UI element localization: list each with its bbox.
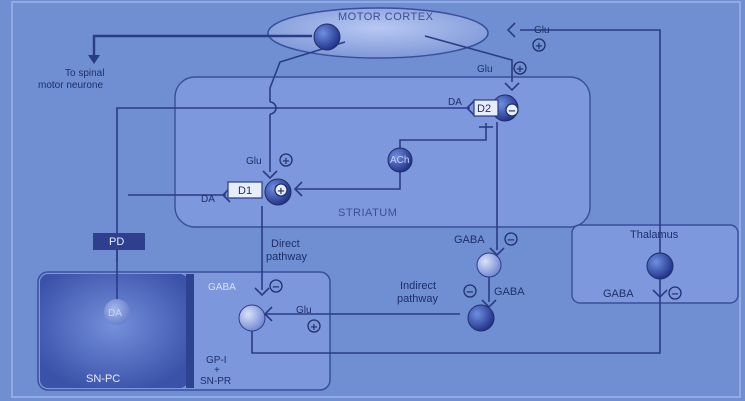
- svg-text:+: +: [282, 156, 290, 167]
- to-spinal-label-2: motor neurone: [38, 80, 103, 91]
- direct-pathway-label-1: Direct: [271, 238, 300, 250]
- glu-d2-label: Glu: [477, 64, 493, 75]
- d2-receptor-box: [473, 99, 499, 117]
- gaba-gpi-label: GABA: [208, 282, 236, 293]
- synapse-gaba-indirect-top: [489, 247, 505, 257]
- indirect-pathway-label-1: Indirect: [400, 280, 436, 292]
- indirect-neuron-dark: [467, 304, 495, 332]
- gaba-indirect-bottom-label: GABA: [494, 286, 525, 298]
- pd-label: PD: [109, 236, 124, 248]
- synapse-da-d2: [465, 100, 475, 116]
- striatum-box: [174, 76, 591, 228]
- minus-d2: −: [505, 103, 519, 117]
- to-spinal-label-1: To spinal: [65, 68, 104, 79]
- line-da-to-d2: [116, 107, 470, 262]
- motor-cortex-label: MOTOR CORTEX: [338, 11, 434, 23]
- da-neuron: [104, 299, 130, 325]
- svg-text:+: +: [535, 41, 543, 52]
- line-cortex-to-d1: [269, 41, 346, 102]
- svg-text:−: −: [508, 106, 516, 117]
- plus-glu-cortex: +: [532, 38, 546, 52]
- gp-i-label: GP-I: [206, 355, 227, 366]
- plus-d1: +: [274, 183, 288, 197]
- indirect-neuron-light: [476, 252, 502, 278]
- svg-text:−: −: [272, 282, 280, 293]
- minus-gaba-indirect-bottom: −: [463, 284, 477, 298]
- svg-text:+: +: [310, 322, 318, 333]
- line-cortex-to-d2: [424, 35, 513, 82]
- line-cortex-thalamus: [520, 29, 661, 258]
- ach-neuron: [387, 147, 413, 173]
- sn-divider: [186, 274, 194, 388]
- synapse-gaba-indirect-bottom: [481, 299, 497, 309]
- minus-gaba-indirect-top: −: [504, 232, 518, 246]
- plus-glu-gpi: +: [307, 319, 321, 333]
- indirect-pathway-label-2: pathway: [397, 293, 438, 305]
- synapse-glu-d1: [262, 170, 278, 180]
- gaba-indirect-top-label: GABA: [454, 234, 485, 246]
- arrow-spinal: [88, 55, 100, 64]
- da-d2-label: DA: [448, 97, 462, 108]
- svg-text:+: +: [516, 64, 524, 75]
- sn-pc-region: [40, 274, 188, 388]
- da-d1-label: DA: [201, 194, 215, 205]
- line-cortex-to-spinal: [92, 34, 312, 56]
- line-ach-to-d1: [296, 168, 401, 190]
- d1-label: D1: [238, 185, 252, 197]
- ach-label: ACh: [390, 155, 409, 166]
- svg-text:+: +: [277, 186, 285, 197]
- d1-receptor-box: [227, 181, 263, 199]
- d2-label: D2: [477, 103, 491, 115]
- thalamus-neuron: [646, 252, 674, 280]
- svg-text:−: −: [671, 289, 679, 300]
- svg-text:−: −: [507, 235, 515, 246]
- direct-pathway-label-2: pathway: [266, 251, 307, 263]
- sn-pc-label: SN-PC: [86, 373, 120, 385]
- plus-glu-d1: +: [279, 153, 293, 167]
- synapse-glu-gpi: [263, 306, 273, 322]
- sn-pr-label: SN-PR: [200, 376, 231, 387]
- line-thalamus-loop: [251, 278, 661, 354]
- gp-i-neuron: [238, 304, 266, 332]
- thalamus-label: Thalamus: [630, 229, 679, 241]
- glu-gpi-label: Glu: [296, 305, 312, 316]
- striatum-label: STRIATUM: [338, 207, 397, 219]
- glu-cortex-label: Glu: [534, 25, 550, 36]
- synapse-gaba-direct: [254, 287, 270, 297]
- synapse-glu-cortex: [506, 22, 516, 38]
- minus-gaba-thalamus: −: [668, 286, 682, 300]
- da-neuron-label: DA: [108, 308, 122, 319]
- synapse-ach-d1: [293, 181, 303, 197]
- svg-text:−: −: [466, 287, 474, 298]
- gaba-thalamus-label: GABA: [603, 288, 634, 300]
- page-border: [11, 1, 741, 398]
- line-ach-to-d2: [399, 123, 487, 150]
- glu-d1-label: Glu: [246, 156, 262, 167]
- gp-plus-label: +: [214, 365, 220, 376]
- minus-gaba-gpi: −: [269, 279, 283, 293]
- synapse-gaba-thalamus: [652, 289, 668, 299]
- synapse-glu-d2: [504, 82, 520, 92]
- cortex-neuron: [313, 23, 341, 51]
- plus-glu-d2: +: [513, 61, 527, 75]
- pd-box: [93, 233, 145, 250]
